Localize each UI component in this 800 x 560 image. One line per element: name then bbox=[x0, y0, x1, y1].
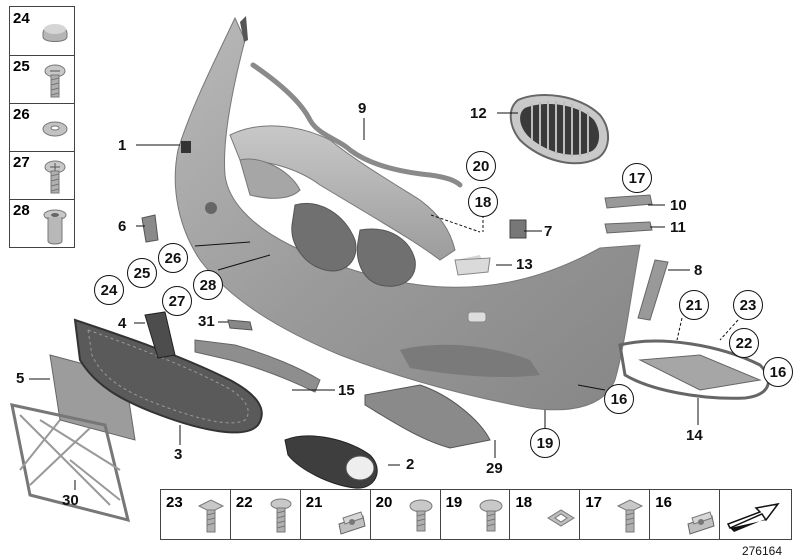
circled-callout-25: 25 bbox=[127, 258, 157, 288]
circled-callout-22: 22 bbox=[729, 328, 759, 358]
circled-callout-18: 18 bbox=[468, 187, 498, 217]
bottom-cell-number: 21 bbox=[305, 494, 323, 511]
circled-callout-16a: 16 bbox=[763, 357, 793, 387]
left-cell-27: 27 bbox=[10, 151, 74, 200]
left-cell-number: 25 bbox=[13, 58, 30, 75]
bottom-cell-number: 23 bbox=[166, 494, 183, 511]
screw-icon bbox=[617, 499, 644, 533]
callout-12: 12 bbox=[470, 105, 487, 122]
bottom-cell-23: 23 bbox=[161, 490, 231, 539]
leader-lines bbox=[29, 112, 739, 490]
callout-13: 13 bbox=[516, 256, 533, 273]
callout-6: 6 bbox=[118, 218, 127, 235]
circled-callout-24: 24 bbox=[94, 275, 124, 305]
bottom-cell-16: 16 bbox=[650, 490, 721, 539]
callout-9: 9 bbox=[358, 100, 367, 117]
bottom-fastener-row: 23 22 21 20 19 18 17 16 bbox=[160, 489, 792, 540]
arrow-icon bbox=[727, 502, 780, 532]
bottom-cell-number: 17 bbox=[585, 494, 603, 511]
carrier-part-30 bbox=[10, 403, 131, 523]
screw-icon bbox=[479, 499, 503, 532]
bracket-part-11 bbox=[604, 221, 653, 234]
screw-icon bbox=[44, 160, 66, 194]
screw-icon bbox=[270, 498, 292, 533]
circled-callout-20: 20 bbox=[466, 151, 496, 181]
bracket-part-14 bbox=[618, 339, 770, 400]
callout-7: 7 bbox=[544, 223, 553, 240]
circled-callout-19: 19 bbox=[530, 428, 560, 458]
bottom-cell-arrow bbox=[720, 490, 791, 539]
bracket-part-31 bbox=[227, 319, 253, 331]
circled-callout-16b: 16 bbox=[604, 384, 634, 414]
circled-callout-28: 28 bbox=[193, 270, 223, 300]
callout-8: 8 bbox=[694, 262, 703, 279]
callout-14: 14 bbox=[686, 427, 703, 444]
washer-icon bbox=[42, 121, 68, 137]
bracket-part-4 bbox=[144, 311, 176, 359]
bottom-cell-22: 22 bbox=[231, 490, 301, 539]
left-cell-number: 24 bbox=[13, 10, 30, 27]
callout-15: 15 bbox=[338, 382, 355, 399]
left-cell-number: 28 bbox=[13, 202, 30, 219]
bottom-cell-17: 17 bbox=[580, 490, 651, 539]
bumper-carrier-frame bbox=[229, 125, 456, 287]
bottom-cell-number: 20 bbox=[375, 494, 393, 511]
bottom-cell-number: 19 bbox=[445, 494, 463, 511]
bracket-plate-part-14 bbox=[638, 354, 762, 391]
callout-3: 3 bbox=[174, 446, 183, 463]
callout-2: 2 bbox=[406, 456, 415, 473]
left-cell-number: 27 bbox=[13, 154, 30, 171]
trim-part-8 bbox=[637, 259, 669, 321]
circled-callout-26: 26 bbox=[158, 243, 188, 273]
bracket-part-10 bbox=[604, 194, 653, 209]
bottom-cell-20: 20 bbox=[371, 490, 441, 539]
clip-nut-icon bbox=[338, 511, 366, 535]
callout-5: 5 bbox=[16, 370, 25, 387]
fog-grille-part-2 bbox=[284, 435, 378, 489]
circled-callout-23: 23 bbox=[733, 290, 763, 320]
left-cell-number: 26 bbox=[13, 106, 30, 123]
kidney-grille-part-12 bbox=[509, 94, 609, 165]
cover-part-13 bbox=[454, 257, 491, 276]
callout-30: 30 bbox=[62, 492, 79, 509]
document-number: 276164 bbox=[741, 544, 782, 558]
left-fastener-column: 24 25 26 27 28 bbox=[9, 6, 75, 248]
clip-part-6 bbox=[141, 214, 159, 243]
support-part-15 bbox=[194, 339, 321, 393]
bottom-cell-number: 16 bbox=[655, 494, 672, 511]
callout-29: 29 bbox=[486, 460, 503, 477]
bottom-cell-number: 18 bbox=[515, 494, 533, 511]
bumper-panel-part-1 bbox=[174, 16, 641, 411]
grommet-icon bbox=[547, 509, 576, 527]
screw-icon bbox=[409, 499, 433, 532]
callout-4: 4 bbox=[118, 315, 127, 332]
callout-31: 31 bbox=[198, 313, 215, 330]
left-cell-24: 24 bbox=[10, 7, 74, 56]
bottom-cell-number: 22 bbox=[235, 494, 253, 511]
left-cell-25: 25 bbox=[10, 55, 74, 104]
bottom-cell-21: 21 bbox=[301, 490, 371, 539]
screw-icon bbox=[44, 64, 66, 98]
cap-icon bbox=[42, 24, 68, 42]
circled-callout-21: 21 bbox=[679, 290, 709, 320]
screw-icon bbox=[197, 499, 225, 533]
bushing-icon bbox=[43, 209, 67, 245]
bracket-part-29 bbox=[364, 384, 491, 449]
callout-1: 1 bbox=[118, 137, 127, 154]
clip-part-7 bbox=[509, 219, 527, 239]
callout-10: 10 bbox=[670, 197, 687, 214]
bottom-cell-19: 19 bbox=[441, 490, 511, 539]
left-cell-26: 26 bbox=[10, 103, 74, 152]
circled-callout-17: 17 bbox=[622, 163, 652, 193]
cable-part-9 bbox=[250, 62, 463, 188]
left-cell-28: 28 bbox=[10, 199, 74, 247]
callout-11: 11 bbox=[670, 219, 686, 236]
bottom-cell-18: 18 bbox=[510, 490, 581, 539]
circled-callout-27: 27 bbox=[162, 286, 192, 316]
clip-nut-icon bbox=[687, 511, 715, 535]
